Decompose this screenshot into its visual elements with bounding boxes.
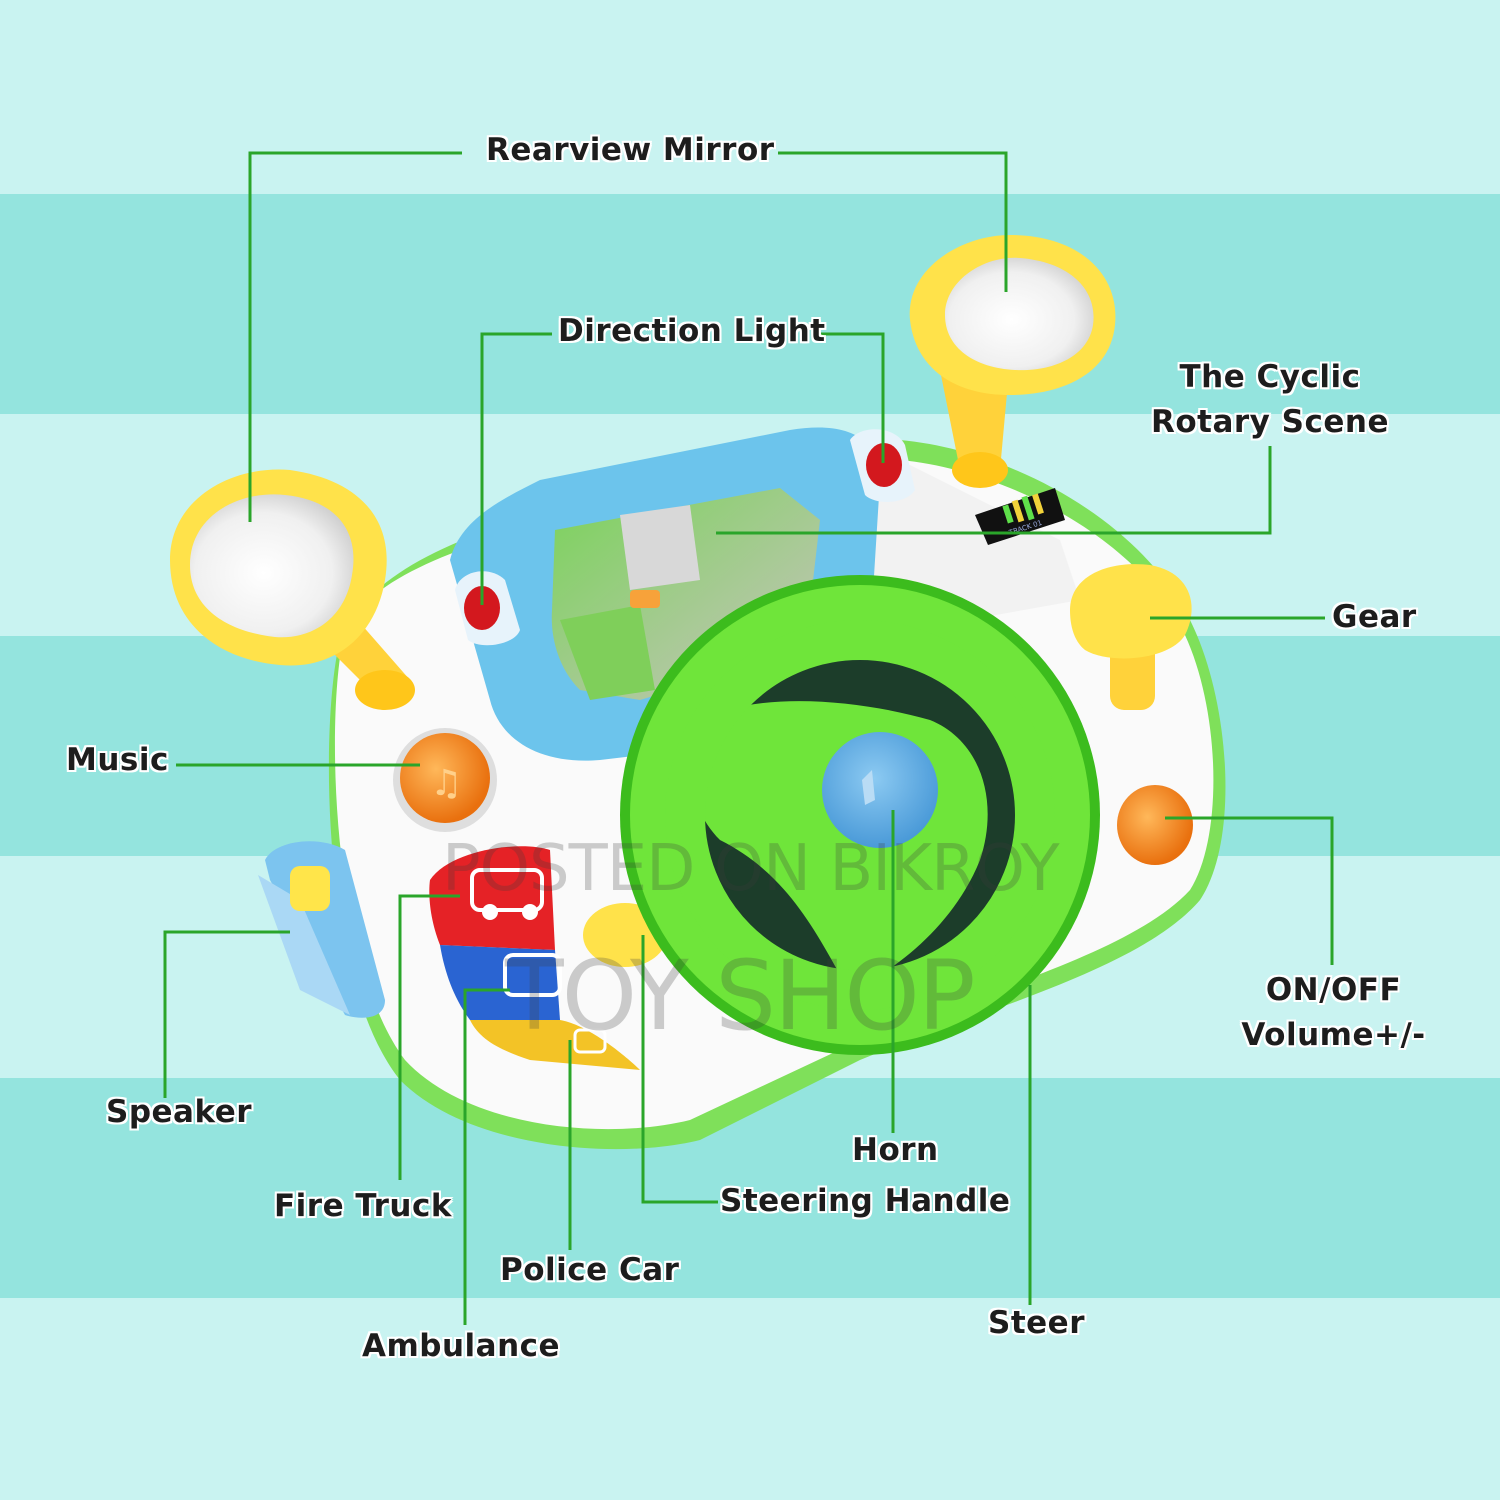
label-direction-light: Direction Light: [558, 313, 826, 349]
leader-speaker: [163, 930, 290, 1098]
leader-on-off: [1165, 816, 1334, 965]
label-on-off-volume: ON/OFF Volume+/-: [1236, 968, 1431, 1058]
on-off-knob: [1117, 785, 1193, 865]
steering-wheel: [620, 575, 1100, 1055]
leader-direction-light-right: [818, 332, 885, 463]
label-rearview-mirror: Rearview Mirror: [486, 132, 775, 168]
watermark-line-2: TOY SHOP: [505, 940, 976, 1052]
leader-cyclic-rotary-scene: [716, 446, 1272, 535]
leader-steering-handle: [641, 935, 718, 1204]
label-cyclic-rotary-scene-line1: The Cyclic: [1179, 359, 1361, 395]
leader-direction-light: [480, 332, 552, 605]
label-horn: Horn: [852, 1132, 939, 1168]
vehicle-sound-buttons: [429, 846, 640, 1070]
svg-text:♫: ♫: [430, 763, 462, 804]
right-rearview-mirror: [909, 235, 1116, 395]
label-on-off-line2: Volume+/-: [1241, 1017, 1426, 1053]
label-ambulance: Ambulance: [362, 1328, 561, 1364]
speaker-unit: [258, 841, 385, 1018]
label-police-car: Police Car: [500, 1252, 680, 1288]
watermark-line-1: POSTED ON BIKROY: [442, 832, 1060, 906]
label-steer: Steer: [988, 1305, 1085, 1341]
label-music: Music: [66, 742, 169, 778]
leader-fire-truck: [398, 894, 460, 1180]
label-gear: Gear: [1332, 599, 1417, 635]
leader-lines: [163, 151, 1334, 1325]
music-button: ♫: [393, 728, 497, 832]
direction-lights: [455, 429, 915, 646]
leader-rearview-mirror-right: [778, 151, 1008, 292]
label-cyclic-rotary-scene-line2: Rotary Scene: [1150, 404, 1389, 440]
label-steering-handle: Steering Handle: [720, 1183, 1011, 1219]
leader-rearview-mirror: [248, 151, 462, 522]
left-rearview-mirror: [170, 469, 387, 666]
label-on-off-line1: ON/OFF: [1265, 972, 1402, 1008]
label-cyclic-rotary-scene: The Cyclic Rotary Scene: [1140, 355, 1400, 445]
label-speaker: Speaker: [106, 1094, 253, 1130]
leader-ambulance: [463, 988, 510, 1325]
gear-lever: [1070, 564, 1192, 710]
label-fire-truck: Fire Truck: [274, 1188, 452, 1224]
